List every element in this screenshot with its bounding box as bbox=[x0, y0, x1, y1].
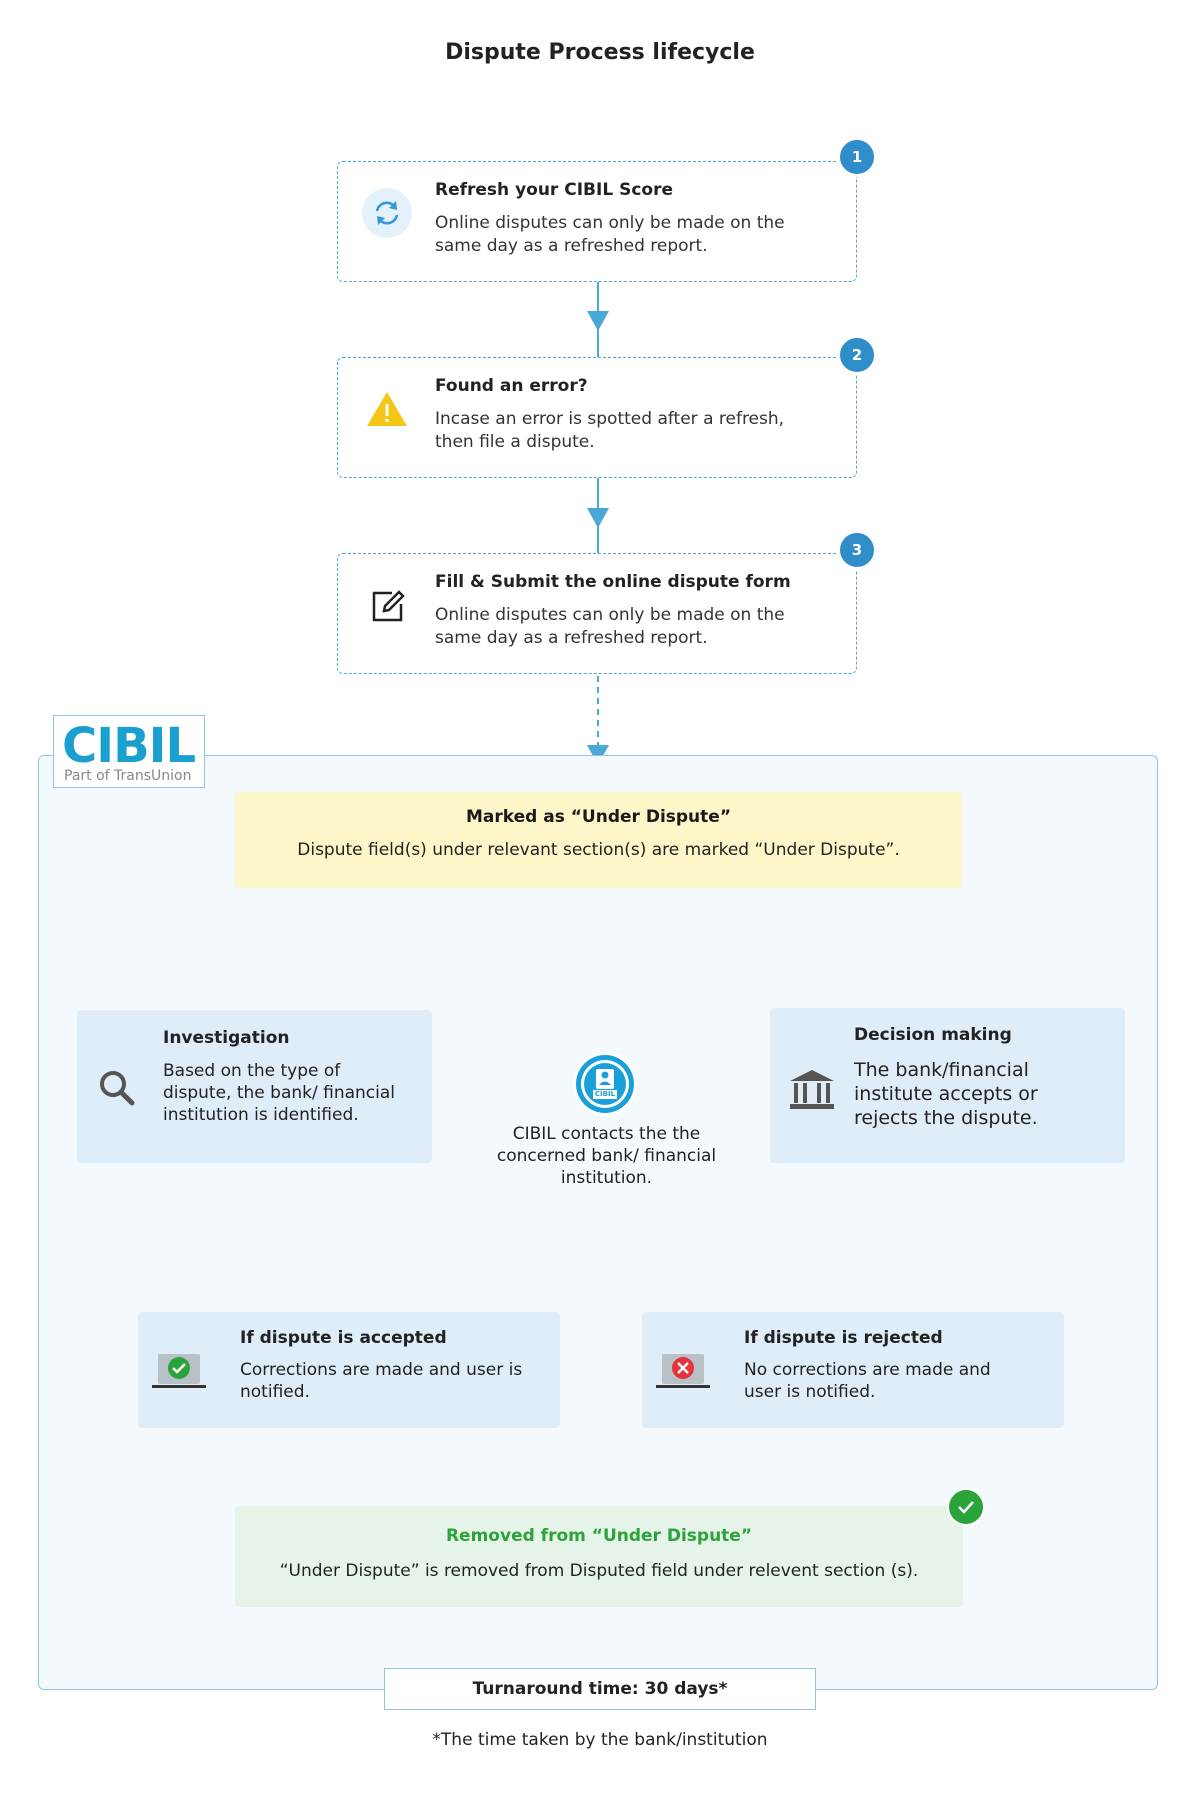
step-description: Online disputes can only be made on the … bbox=[435, 605, 785, 648]
accepted-description: Corrections are made and user is notifie… bbox=[240, 1360, 523, 1402]
logo-text: CIBIL bbox=[62, 718, 196, 774]
laptop-check-icon bbox=[152, 1352, 206, 1396]
edit-form-icon bbox=[362, 580, 412, 630]
footnote: *The time taken by the bank/institution bbox=[432, 1730, 768, 1750]
refresh-icon bbox=[362, 188, 412, 238]
step-description: Online disputes can only be made on the … bbox=[435, 213, 785, 256]
cibil-contact-text: CIBIL contacts the the concerned bank/ f… bbox=[496, 1124, 717, 1188]
decision-making-card: Decision making The bank/financial insti… bbox=[770, 1008, 1125, 1163]
investigation-card: Investigation Based on the type of dispu… bbox=[77, 1010, 432, 1163]
step-title: Refresh your CIBIL Score bbox=[435, 180, 673, 200]
marked-description: Dispute field(s) under relevant section(… bbox=[297, 840, 900, 860]
decision-title: Decision making bbox=[854, 1025, 1012, 1045]
marked-title: Marked as “Under Dispute” bbox=[466, 807, 731, 827]
step-title: Found an error? bbox=[435, 376, 588, 396]
investigation-title: Investigation bbox=[163, 1028, 290, 1048]
removed-title: Removed from “Under Dispute” bbox=[445, 1526, 753, 1546]
step-1-card: Refresh your CIBIL Score Online disputes… bbox=[337, 161, 857, 282]
cibil-person-icon: CIBIL bbox=[572, 1051, 638, 1121]
rejected-description: No corrections are made and user is noti… bbox=[744, 1360, 991, 1402]
success-check-icon bbox=[947, 1488, 985, 1530]
investigation-description: Based on the type of dispute, the bank/ … bbox=[163, 1061, 396, 1125]
laptop-cross-icon bbox=[656, 1352, 710, 1396]
cibil-logo: CIBIL Part of TransUnion bbox=[53, 715, 205, 788]
turnaround-time: Turnaround time: 30 days* bbox=[384, 1668, 816, 1710]
step-number-badge: 1 bbox=[837, 137, 877, 177]
step-2-card: Found an error? Incase an error is spott… bbox=[337, 357, 857, 478]
step-3-card: Fill & Submit the online dispute form On… bbox=[337, 553, 857, 674]
cibil-icon-label: CIBIL bbox=[594, 1090, 616, 1098]
removed-description: “Under Dispute” is removed from Disputed… bbox=[279, 1561, 919, 1581]
warning-icon bbox=[362, 384, 412, 434]
step-number-badge: 3 bbox=[837, 530, 877, 570]
step-description: Incase an error is spotted after a refre… bbox=[435, 409, 785, 452]
search-icon bbox=[97, 1068, 137, 1112]
removed-under-dispute-card: Removed from “Under Dispute” “Under Disp… bbox=[235, 1506, 963, 1607]
dispute-rejected-card: If dispute is rejected No corrections ar… bbox=[642, 1312, 1064, 1428]
accepted-title: If dispute is accepted bbox=[240, 1328, 447, 1348]
dispute-accepted-card: If dispute is accepted Corrections are m… bbox=[138, 1312, 560, 1428]
bank-icon bbox=[790, 1070, 834, 1114]
marked-under-dispute-card: Marked as “Under Dispute” Dispute field(… bbox=[235, 792, 962, 888]
page-title: Dispute Process lifecycle bbox=[445, 40, 755, 65]
logo-subtext: Part of TransUnion bbox=[64, 768, 192, 784]
rejected-title: If dispute is rejected bbox=[744, 1328, 943, 1348]
step-title: Fill & Submit the online dispute form bbox=[435, 572, 791, 592]
step-number-badge: 2 bbox=[837, 335, 877, 375]
decision-description: The bank/financial institute accepts or … bbox=[854, 1059, 1038, 1129]
